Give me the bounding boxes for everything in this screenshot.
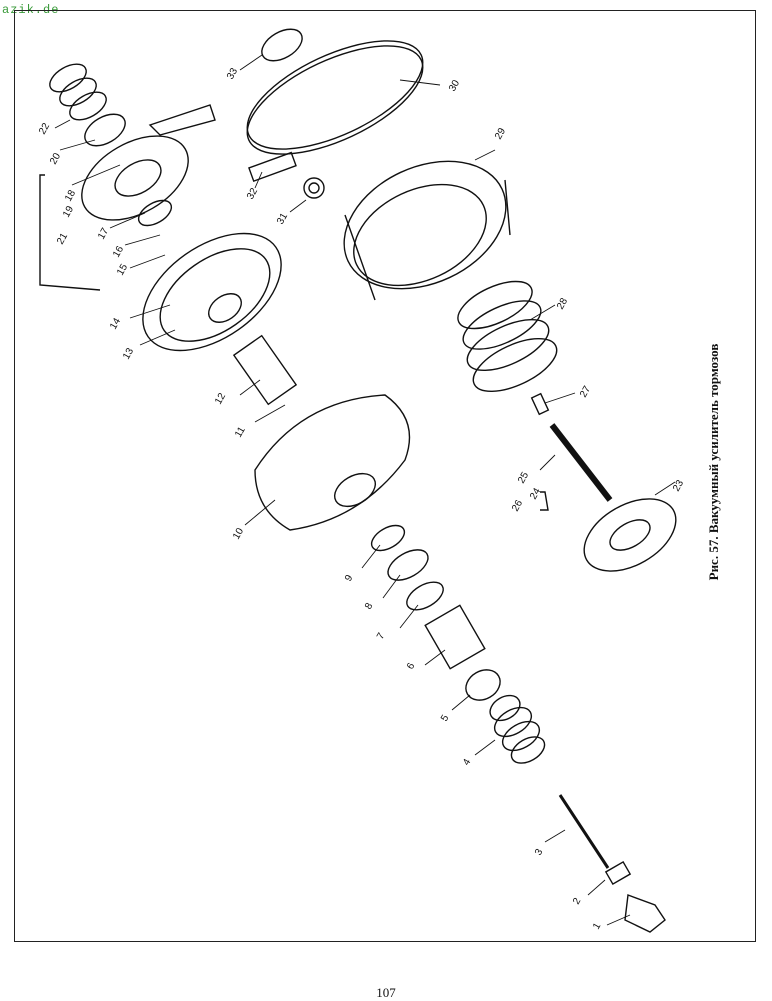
callout-25: 25: [516, 470, 531, 486]
part-10-cover: [254, 394, 411, 531]
part-8-bearing: [387, 549, 429, 581]
callout-21: 21: [55, 231, 70, 247]
part-13-piston: [142, 232, 282, 352]
part-7-ring: [406, 581, 444, 611]
callout-3: 3: [533, 847, 546, 858]
callout-4: 4: [461, 757, 474, 768]
figure-caption: Рис. 57. Вакуумный усилитель тормозов: [706, 343, 721, 581]
page-number: 107: [376, 985, 396, 1000]
callout-12: 12: [213, 391, 228, 407]
callout-2: 2: [571, 896, 584, 907]
bracket: [148, 104, 216, 136]
callout-29: 29: [493, 126, 508, 142]
part-5-filter: [465, 669, 501, 701]
callout-6: 6: [405, 661, 418, 672]
callout-10: 10: [231, 526, 246, 542]
part-31-nut: [303, 177, 325, 199]
part-23-plate: [583, 498, 677, 572]
part-22-spring-stack: [49, 63, 107, 121]
part-17-washer: [137, 199, 173, 227]
callout-1: 1: [591, 921, 604, 932]
part-33-o-ring: [261, 28, 303, 62]
part-27-screw: [530, 392, 550, 416]
bracket-21: [39, 174, 101, 291]
part-3-rod: [558, 794, 610, 869]
callout-33: 33: [225, 66, 240, 82]
callout-26: 26: [510, 498, 525, 514]
part-30-clamp-band: [246, 40, 424, 150]
callout-30: 30: [447, 78, 462, 94]
part-25-push-rod: [549, 423, 613, 502]
callout-23: 23: [671, 478, 686, 494]
callout-13: 13: [121, 346, 136, 362]
page-frame: [14, 10, 756, 942]
part-9-washer: [370, 524, 406, 552]
callout-31: 31: [275, 211, 290, 227]
callout-22: 22: [37, 121, 52, 137]
callout-15: 15: [115, 262, 130, 278]
part-32-bolt: [248, 151, 297, 182]
part-4-boot: [489, 694, 546, 764]
callout-14: 14: [108, 316, 123, 332]
callout-9: 9: [343, 573, 356, 584]
callout-11: 11: [233, 425, 248, 440]
part-20-disc: [84, 113, 126, 147]
callout-19: 19: [61, 204, 76, 220]
part-1-fork: [624, 894, 666, 933]
callout-7: 7: [375, 631, 388, 642]
callout-24: 24: [528, 486, 543, 502]
callout-17: 17: [96, 226, 111, 242]
callout-28: 28: [555, 296, 570, 312]
callout-32: 32: [245, 186, 260, 202]
callout-8: 8: [363, 601, 376, 612]
part-28-spring: [457, 280, 558, 392]
part-19-diaphragm: [81, 135, 189, 221]
callout-5: 5: [439, 713, 452, 724]
part-6-bushing: [424, 604, 486, 670]
part-29-housing: [343, 160, 511, 301]
part-2-nut: [604, 860, 632, 886]
callout-27: 27: [578, 384, 593, 400]
bracket-26: [540, 491, 549, 511]
callout-18: 18: [63, 188, 78, 204]
callout-16: 16: [111, 244, 126, 260]
callout-20: 20: [48, 151, 63, 167]
part-12-sleeve: [232, 334, 298, 406]
